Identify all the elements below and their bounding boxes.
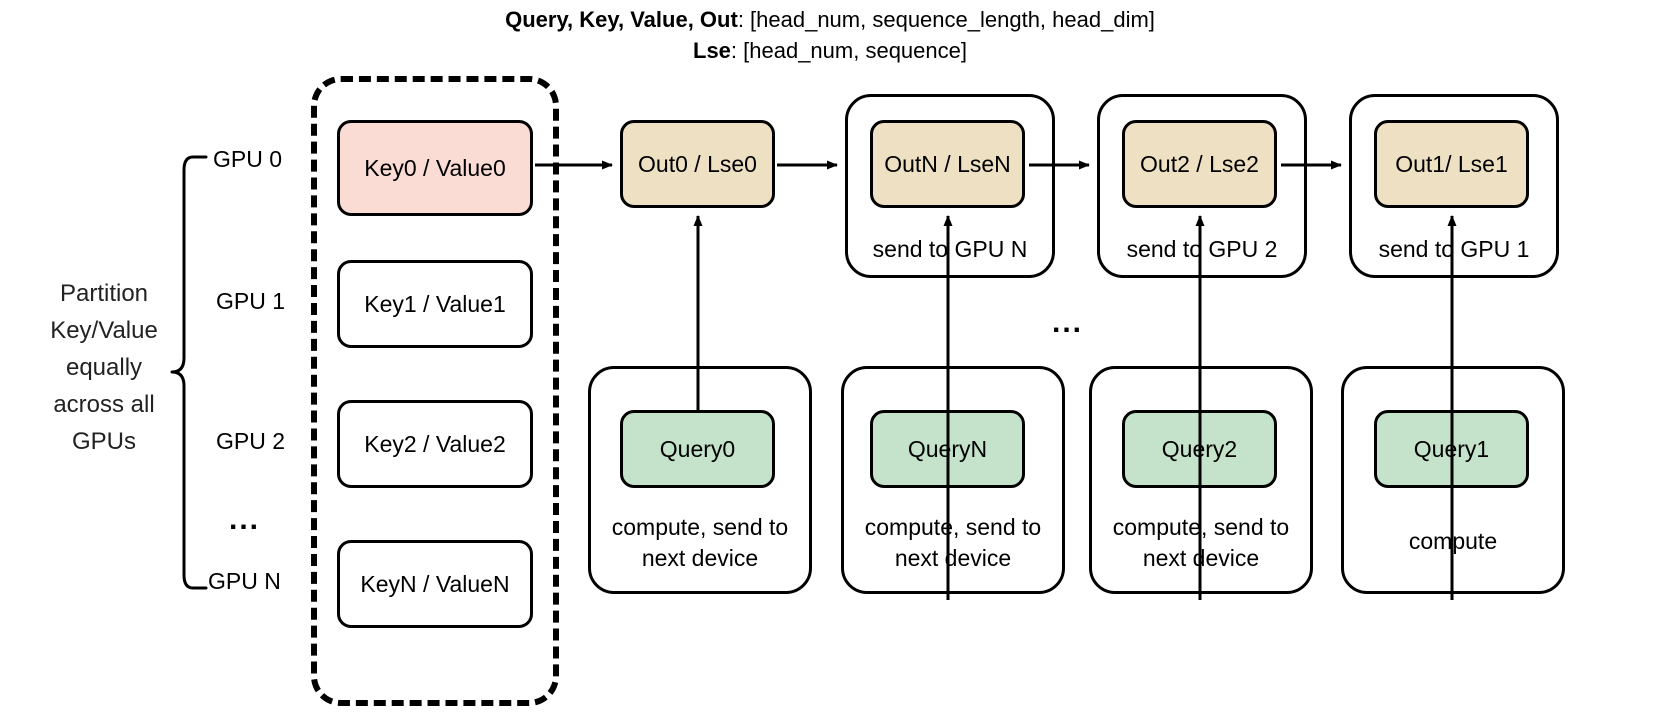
kv-box-n-label: KeyN / ValueN	[360, 570, 510, 597]
query-box-3-label: Query1	[1413, 435, 1490, 462]
legend-lse-bold: Lse	[693, 38, 731, 63]
send-group-3	[1349, 94, 1559, 278]
query-box-1-label: QueryN	[907, 435, 988, 462]
send-caption-3: send to GPU 1	[1378, 236, 1530, 262]
send-caption-2: send to GPU 2	[1126, 236, 1278, 262]
send-group-1	[845, 94, 1055, 278]
out-box-1-label: OutN / LseN	[884, 150, 1011, 177]
legend-line-qkvo: Query, Key, Value, Out: [head_num, seque…	[0, 4, 1660, 35]
partition-note: Partition Key/Value equally across all G…	[50, 280, 158, 455]
out-box-0-label: Out0 / Lse0	[638, 150, 757, 177]
query-box-2[interactable]: Query2	[1122, 410, 1277, 488]
legend-qkvo-bold: Query, Key, Value, Out	[505, 7, 738, 32]
compute-caption-0: compute, send to next device	[611, 514, 789, 571]
kv-box-0[interactable]: Key0 / Value0	[337, 120, 533, 216]
query-box-0-label: Query0	[659, 435, 736, 462]
query-box-1[interactable]: QueryN	[870, 410, 1025, 488]
out-box-1[interactable]: OutN / LseN	[870, 120, 1025, 208]
kv-box-2-label: Key2 / Value2	[364, 430, 506, 457]
out-box-3[interactable]: Out1/ Lse1	[1374, 120, 1529, 208]
send-group-2	[1097, 94, 1307, 278]
gpu-label-1: GPU 1	[216, 288, 286, 314]
gpu-label-2: GPU 2	[216, 428, 286, 454]
compute-group-1	[841, 366, 1065, 594]
legend-lse-shape: : [head_num, sequence]	[730, 38, 967, 63]
stage-sequence-ellipsis: ...	[1052, 306, 1084, 339]
tensor-shape-legend: Query, Key, Value, Out: [head_num, seque…	[0, 4, 1660, 66]
query-box-3[interactable]: Query1	[1374, 410, 1529, 488]
out-box-2[interactable]: Out2 / Lse2	[1122, 120, 1277, 208]
out-box-3-label: Out1/ Lse1	[1395, 150, 1508, 177]
legend-line-lse: Lse: [head_num, sequence]	[0, 35, 1660, 66]
out-box-2-label: Out2 / Lse2	[1140, 150, 1259, 177]
kv-box-2[interactable]: Key2 / Value2	[337, 400, 533, 488]
kv-box-1[interactable]: Key1 / Value1	[337, 260, 533, 348]
compute-caption-1: compute, send to next device	[864, 514, 1042, 571]
gpu-label-n: GPU N	[208, 568, 281, 594]
legend-qkvo-shape: : [head_num, sequence_length, head_dim]	[737, 7, 1155, 32]
gpu-list-ellipsis: ...	[229, 503, 261, 536]
kv-box-1-label: Key1 / Value1	[364, 290, 506, 317]
compute-group-0	[588, 366, 812, 594]
query-box-0[interactable]: Query0	[620, 410, 775, 488]
kv-box-0-label: Key0 / Value0	[364, 154, 506, 181]
gpu-label-0: GPU 0	[213, 146, 283, 172]
kv-partition-container	[311, 76, 559, 706]
compute-caption-2: compute, send to next device	[1112, 514, 1290, 571]
compute-caption-3: compute	[1408, 528, 1498, 554]
query-box-2-label: Query2	[1161, 435, 1238, 462]
out-box-0[interactable]: Out0 / Lse0	[620, 120, 775, 208]
kv-box-n[interactable]: KeyN / ValueN	[337, 540, 533, 628]
send-caption-1: send to GPU N	[872, 236, 1028, 262]
